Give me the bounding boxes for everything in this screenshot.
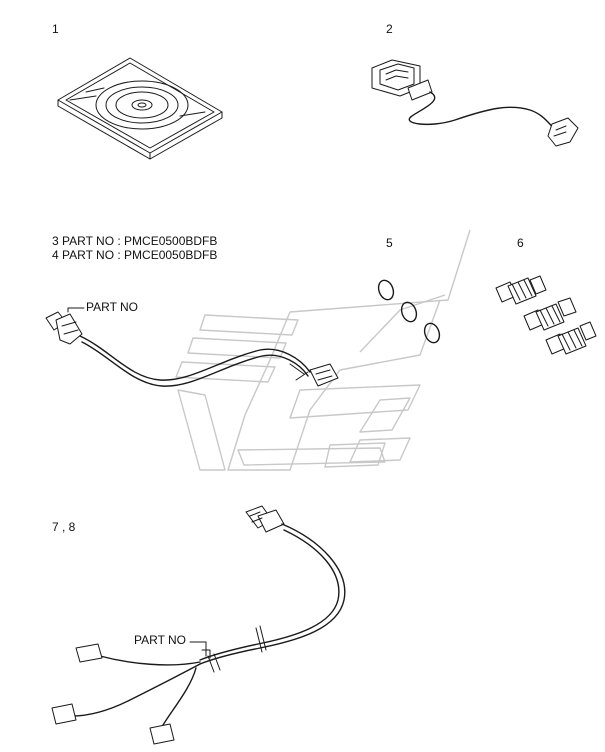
item-4-label: 4 PART NO : PMCE0050BDFB <box>52 248 218 262</box>
fitting-b <box>523 297 577 331</box>
item-7-8-label: 7 , 8 <box>52 520 76 534</box>
item-6-label: 6 <box>517 236 524 250</box>
harness-part-no-callout: PART NO <box>134 633 187 647</box>
item-1-label: 1 <box>52 22 59 36</box>
sensor-part-no-callout: PART NO <box>86 300 139 314</box>
item-5-label: 5 <box>386 236 393 250</box>
item-2-label: 2 <box>386 22 393 36</box>
fitting-a <box>495 275 547 305</box>
item-3-label: 3 PART NO : PMCE0500BDFB <box>52 234 218 248</box>
fitting-c <box>545 321 597 355</box>
